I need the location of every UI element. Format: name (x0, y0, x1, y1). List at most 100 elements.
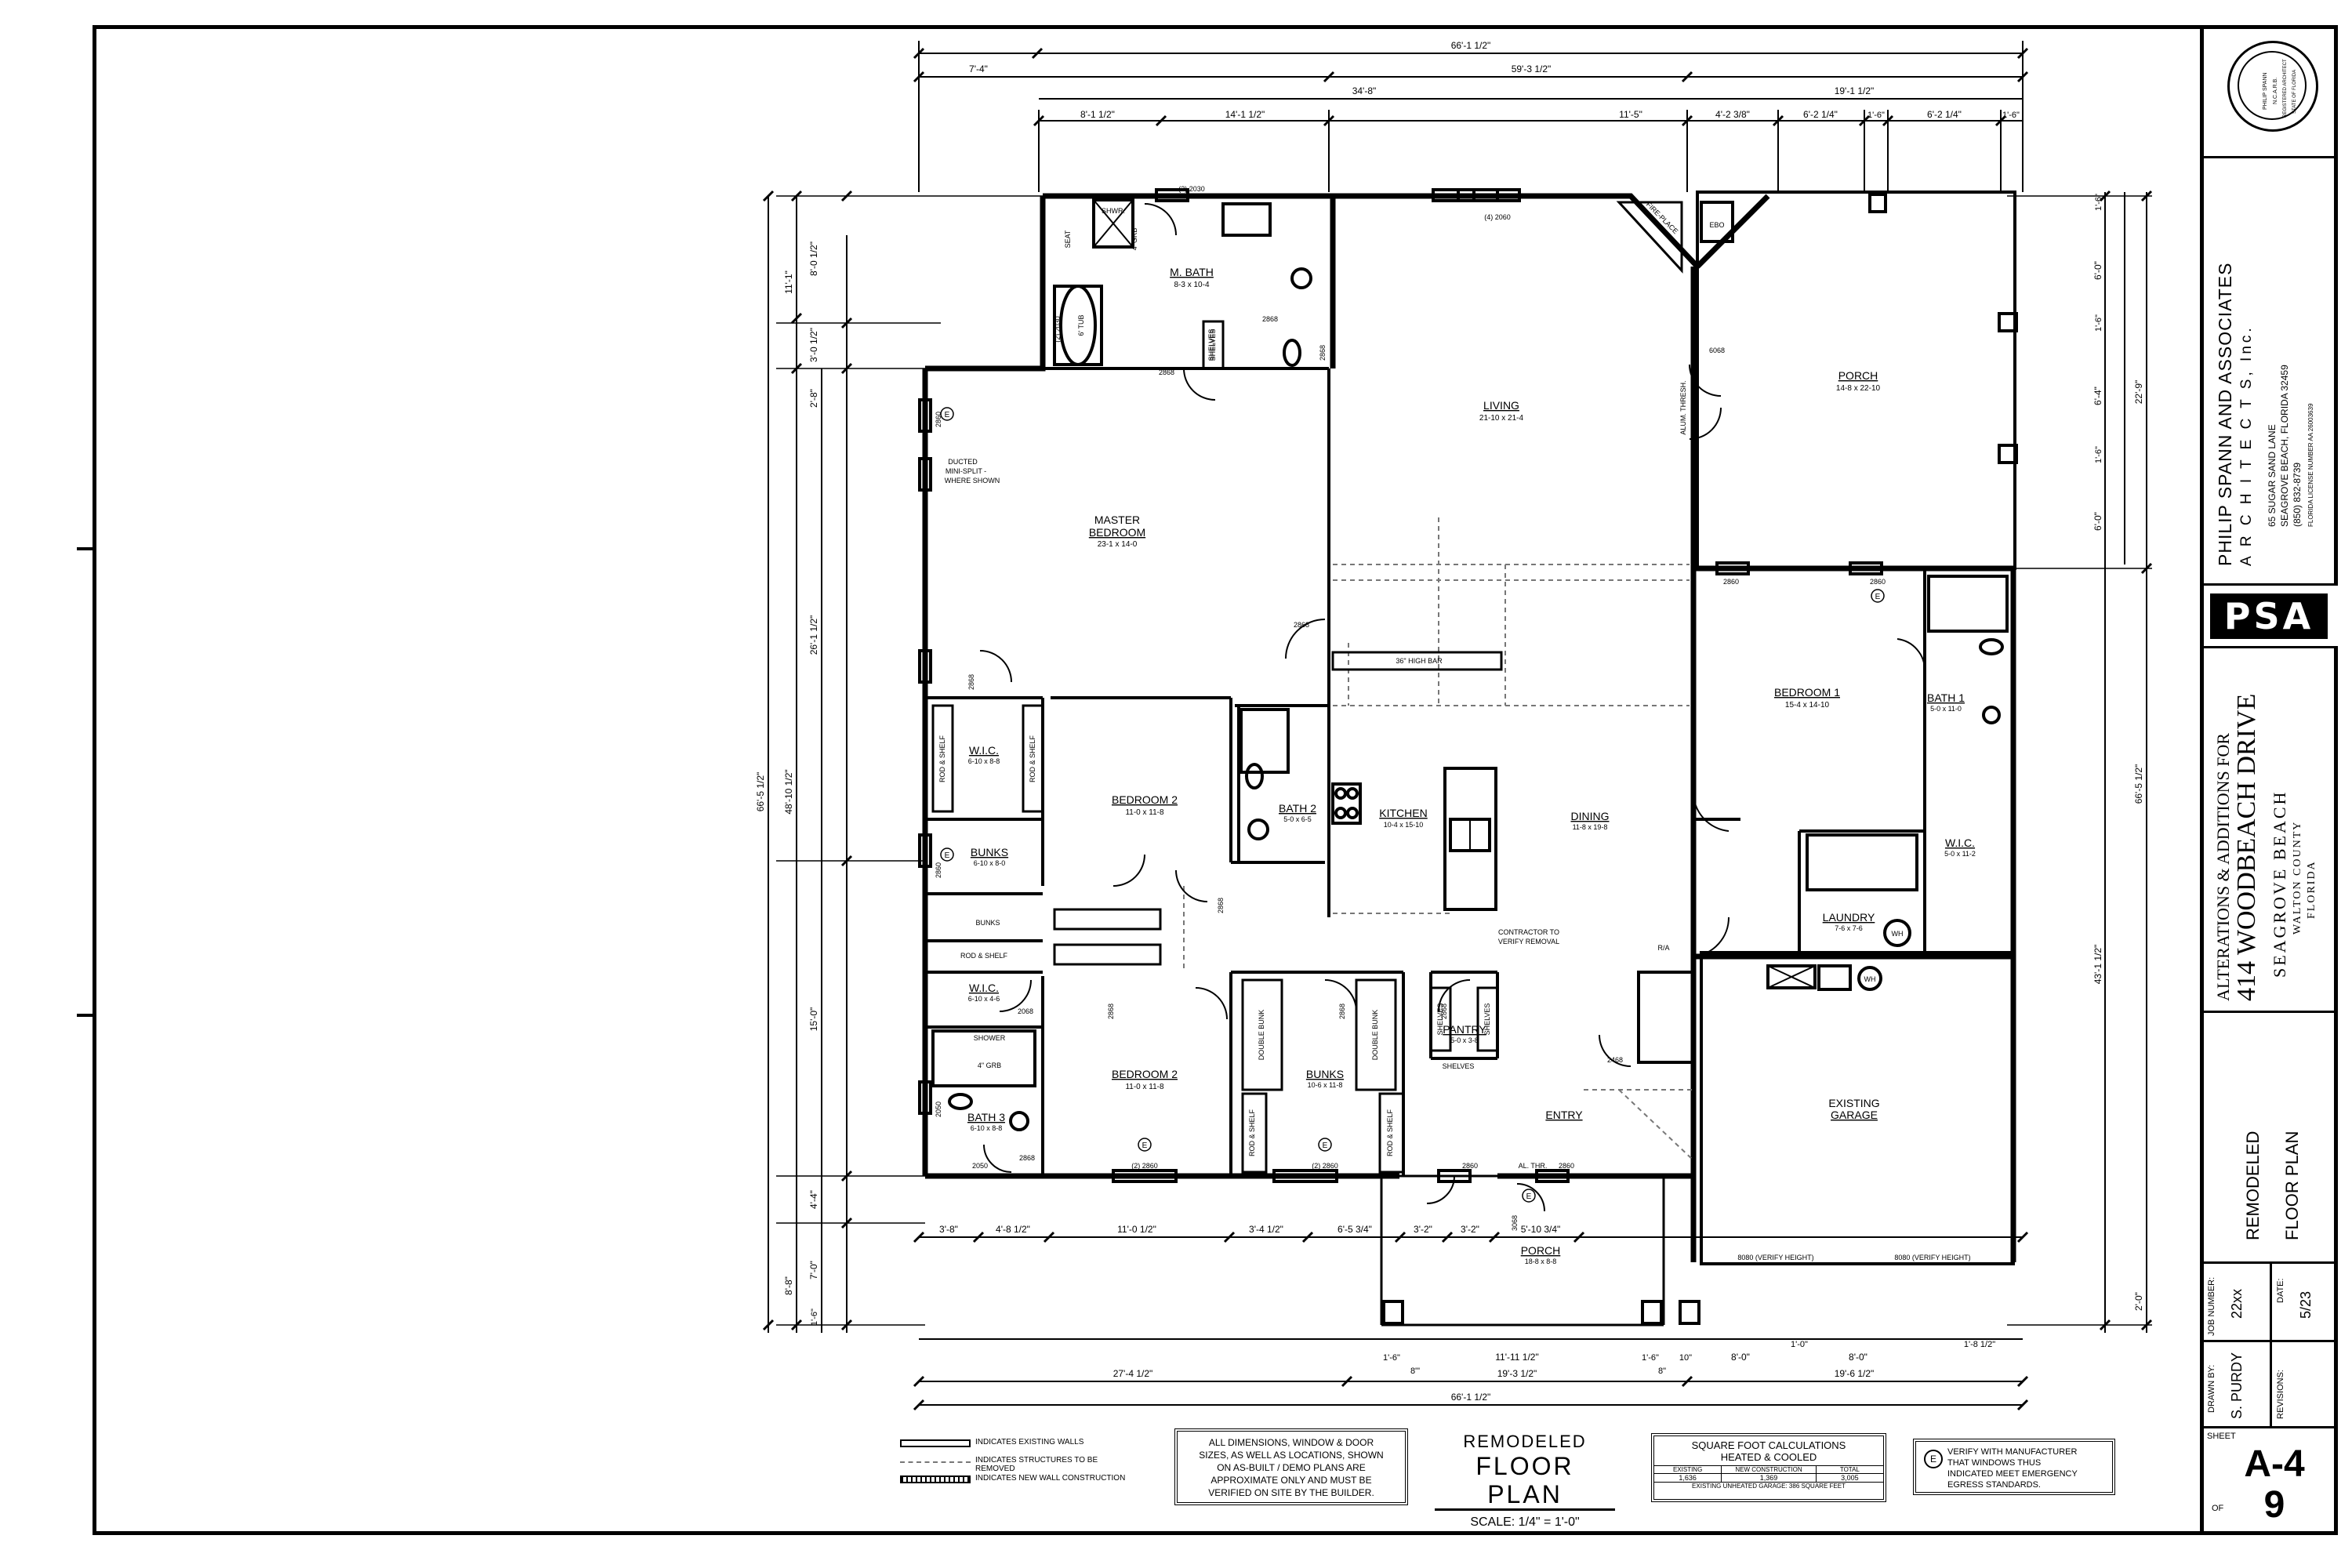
dim-bottom2-2: 11'-11 1/2" (1495, 1352, 1538, 1363)
egress-marker-master: E (945, 411, 950, 419)
dim-bottom2-0: 1'-6" (1383, 1353, 1400, 1363)
note-bath3-win: 2050 (935, 1102, 942, 1117)
dim-top-total: 66'-1 1/2" (1451, 40, 1491, 51)
room-wic-bed1-size: 5-0 x 11-2 (1944, 850, 1976, 858)
note-rod-shelf-3: ROD & SHELF (960, 952, 1008, 960)
dim-row3-1: 14'-1 1/2" (1225, 109, 1265, 120)
note-door-3068: 3068 (1511, 1215, 1519, 1231)
project-cell: ALTERATIONS & ADDITIONS FOR 414 WOODBEAC… (2204, 648, 2338, 1013)
note-ebo: EBO (1709, 221, 1724, 229)
job-label: JOB NUMBER: (2207, 1276, 2216, 1336)
dim-row3-4: 6'-2 1/4" (1803, 109, 1838, 120)
dim-right-mid: 43'-1 1/2" (2092, 945, 2103, 985)
sheet-title-1: REMODELED (2243, 1131, 2263, 1240)
disclaimer-line-2: SIZES, AS WELL AS LOCATIONS, SHOWN (1199, 1450, 1384, 1461)
dim-row3-0: 8'-1 1/2" (1080, 109, 1115, 120)
sqft-table: SQUARE FOOT CALCULATIONS HEATED & COOLED… (1651, 1433, 1886, 1502)
note-win-entry2: 2860 (1559, 1162, 1574, 1170)
room-m-bath-size: 8-3 x 10-4 (1174, 281, 1209, 289)
note-shelves-pantry1: SHELVES (1436, 1004, 1444, 1036)
room-bunks-lower-name: BUNKS (1306, 1068, 1344, 1080)
sqft-value-total: 3,005 (1841, 1474, 1859, 1482)
dim-bottom2-8: 8'-0" (1849, 1352, 1867, 1363)
room-m-bath-name: M. BATH (1170, 266, 1214, 278)
egress-marker-bed1: E (1875, 593, 1881, 601)
dim-right-part-4: 1'-6" (2094, 446, 2103, 463)
room-garage-line2: GARAGE (1831, 1109, 1878, 1121)
room-bath3-size: 6-10 x 8-8 (971, 1124, 1003, 1132)
note-grab4: 4' GRB (1131, 228, 1138, 251)
room-laundry-name: LAUNDRY (1823, 911, 1875, 924)
margin-tick-lower (77, 1014, 93, 1017)
note-shwr: SHWR. (1102, 207, 1125, 215)
room-bath1-name: BATH 1 (1927, 691, 1965, 704)
note-door-bed1-win2: 2860 (1870, 578, 1886, 586)
dim-bottom1-6: 3'-2" (1461, 1224, 1479, 1235)
note-rod-shelf-2: ROD & SHELF (1029, 735, 1036, 782)
room-living-size: 21-10 x 21-4 (1479, 414, 1524, 423)
disclaimer-line-1: ALL DIMENSIONS, WINDOW & DOOR (1208, 1437, 1374, 1448)
sheet-title-2: FLOOR PLAN (2282, 1131, 2302, 1240)
room-living-name: LIVING (1483, 399, 1519, 412)
dim-right-part-5: 6'-0" (2092, 512, 2103, 531)
room-bedroom1-size: 15-4 x 14-10 (1785, 701, 1830, 710)
project-line-3: SEAGROVE BEACH (2270, 789, 2289, 978)
note-high-bar: 36" HIGH BAR (1396, 657, 1443, 665)
note-door-wic: 2868 (967, 674, 975, 690)
room-bath2-name: BATH 2 (1279, 802, 1316, 815)
dim-right-part-3: 6'-4" (2092, 387, 2103, 405)
room-bedroom2-lower-name: BEDROOM 2 (1112, 1068, 1178, 1080)
note-tub: 6' TUB (1077, 314, 1085, 336)
plan-title-line2: FLOOR PLAN (1435, 1452, 1615, 1511)
note-door-master-win: 2860 (935, 412, 942, 427)
dim-bottom2-1: 8'" (1410, 1367, 1420, 1376)
dim-bottom3-2: 19'-6 1/2" (1835, 1368, 1875, 1379)
note-door-2468: 2468 (1607, 1056, 1623, 1064)
note-win-2050: 2050 (972, 1162, 988, 1170)
firm-cell: PHILIP SPANN AND ASSOCIATES A R C H I T … (2204, 158, 2338, 586)
room-laundry-size: 7-6 x 7-6 (1835, 924, 1863, 932)
egress-marker-entry: E (1526, 1192, 1532, 1201)
note-shelves-pantry2: SHELVES (1483, 1004, 1491, 1036)
dim-left-part-9: 1'-6" (810, 1308, 819, 1326)
dim-left-outer: 66'-5 1/2" (755, 772, 766, 812)
note-win-entry1: 2860 (1462, 1162, 1478, 1170)
dim-mid-left: 34'-8" (1352, 85, 1377, 96)
dim-left-part-2: 3'-0 1/2" (808, 328, 819, 362)
firm-name: PHILIP SPANN AND ASSOCIATES (2215, 262, 2235, 566)
project-line-2: 414 WOODBEACH DRIVE (2232, 693, 2261, 1001)
dim-bottom-total: 66'-1 1/2" (1451, 1392, 1491, 1403)
note-alum-thresh: ALUM. THRESH. (1679, 380, 1687, 434)
dim-bottom1-1: 4'-8 1/2" (996, 1224, 1030, 1235)
egress-note-box: E VERIFY WITH MANUFACTURER THAT WINDOWS … (1913, 1439, 2115, 1495)
note-win-2030: (2) 2030 (1178, 185, 1205, 193)
note-rod-shelf-1: ROD & SHELF (938, 735, 946, 782)
note-win-2-2860-bed: (2) 2860 (1131, 1162, 1158, 1170)
note-door-6068: 6068 (1709, 347, 1725, 354)
room-porch-top-name: PORCH (1838, 369, 1878, 382)
note-double-bunk-2: DOUBLE BUNK (1371, 1010, 1379, 1061)
legend-removed-swatch (900, 1461, 971, 1463)
note-door-bunks: 2860 (935, 862, 942, 878)
egress-note-1: VERIFY WITH MANUFACTURER (1947, 1447, 2078, 1457)
firm-license: FLORIDA LICENSE NUMBER AA 26003639 (2307, 403, 2314, 527)
dim-bottom1-2: 11'-0 1/2" (1117, 1224, 1156, 1235)
firm-logo: PSA (2210, 593, 2328, 639)
room-bath1-size: 5-0 x 11-0 (1930, 705, 1962, 713)
room-kitchen-name: KITCHEN (1379, 807, 1427, 819)
dim-right-outer: 66'-5 1/2" (2133, 764, 2144, 804)
egress-note-3: INDICATED MEET EMERGENCY (1947, 1469, 2078, 1479)
seal-text-2: N.C.A.R.B. (2273, 77, 2278, 104)
dim-bottom2-5: 10" (1679, 1353, 1692, 1363)
dim-bottom1-0: 3'-8" (939, 1224, 958, 1235)
dim-right-part-1: 6'-0" (2092, 261, 2103, 280)
dim-row3-6: 6'-2 1/4" (1927, 109, 1962, 120)
drawn-revisions-cell: DRAWN BY: S. PURDY REVISIONS: (2204, 1342, 2338, 1428)
note-wh: WH (1892, 930, 1904, 938)
room-bath2-size: 5-0 x 6-5 (1283, 815, 1312, 823)
seal-text-4: STATE OF FLORIDA (2292, 69, 2297, 114)
legend-new-label: INDICATES NEW WALL CONSTRUCTION (975, 1474, 1126, 1483)
sheet-total: 9 (2263, 1484, 2285, 1526)
room-dining-size: 11-8 x 19-8 (1573, 823, 1608, 831)
dim-bottom2-3: 1'-6" (1642, 1353, 1659, 1363)
